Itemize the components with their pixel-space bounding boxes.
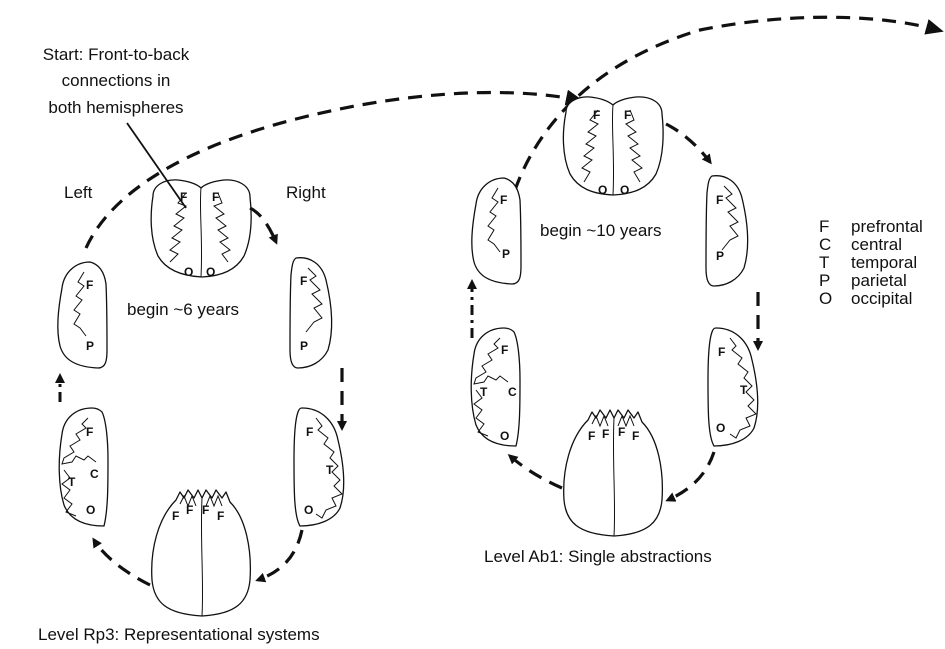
- ab1-bottom-brain: F F F F: [564, 410, 663, 536]
- start-label-line-2: connections in: [62, 71, 171, 90]
- rp3-left-hemisphere-fcto: F C T O: [59, 408, 108, 526]
- region-letter: O: [184, 265, 193, 279]
- legend-letter-c: C: [819, 235, 831, 254]
- legend-name-temporal: temporal: [851, 253, 917, 272]
- region-letter: O: [86, 503, 95, 517]
- region-letter: O: [716, 421, 725, 435]
- region-letter: F: [716, 193, 723, 207]
- region-letter: F: [500, 193, 507, 207]
- region-letter: F: [300, 274, 307, 288]
- region-letter: P: [86, 339, 94, 353]
- legend-letter-t: T: [819, 253, 829, 272]
- region-letter: F: [618, 425, 625, 439]
- side-label-left: Left: [64, 183, 93, 202]
- ab1-left-hemisphere-fcto: F C T O: [471, 328, 520, 446]
- rp3-right-hemisphere-fto: F T O: [294, 408, 344, 526]
- region-letter: T: [480, 385, 488, 399]
- region-letter: F: [718, 345, 725, 359]
- region-letter: F: [86, 425, 93, 439]
- ab1-arrow-to-bottom: [668, 452, 714, 500]
- region-letter: F: [632, 429, 639, 443]
- region-letter: F: [86, 278, 93, 292]
- rp3-left-hemisphere-fp: F P: [58, 262, 107, 368]
- rp3-top-brain: F F O O: [151, 180, 251, 279]
- region-letter: F: [593, 108, 600, 122]
- region-letter: C: [508, 385, 517, 399]
- region-letter: F: [624, 108, 631, 122]
- legend: F prefrontal C central T temporal P pari…: [819, 217, 923, 308]
- legend-name-central: central: [851, 235, 902, 254]
- legend-letter-p: P: [819, 271, 830, 290]
- side-label-right: Right: [286, 183, 326, 202]
- region-letter: F: [306, 425, 313, 439]
- rp3-cycle: F F O O F P F C T O F P: [38, 180, 344, 644]
- ab1-level-label: Level Ab1: Single abstractions: [484, 547, 712, 566]
- region-letter: C: [90, 467, 99, 481]
- rp3-age-label: begin ~6 years: [127, 300, 239, 319]
- ab1-cycle: F F O O F P F C T O F P: [471, 97, 758, 566]
- region-letter: F: [172, 509, 179, 523]
- region-letter: P: [502, 247, 510, 261]
- region-letter: F: [202, 503, 209, 517]
- rp3-arrow-top-to-right: [250, 208, 276, 242]
- ab1-right-hemisphere-fto: F T O: [708, 328, 758, 446]
- legend-name-prefrontal: prefrontal: [851, 217, 923, 236]
- region-letter: F: [217, 509, 224, 523]
- region-letter: O: [598, 183, 607, 197]
- region-letter: P: [300, 339, 308, 353]
- ab1-left-hemisphere-fp: F P: [472, 178, 521, 284]
- region-letter: O: [620, 183, 629, 197]
- region-letter: T: [68, 475, 76, 489]
- legend-letter-o: O: [819, 289, 832, 308]
- start-label-line-1: Start: Front-to-back: [43, 45, 190, 64]
- rp3-bottom-brain: F F F F: [152, 490, 251, 616]
- legend-name-parietal: parietal: [851, 271, 907, 290]
- rp3-arrow-to-bottom: [258, 530, 302, 580]
- region-letter: F: [588, 429, 595, 443]
- region-letter: F: [212, 190, 219, 204]
- rp3-level-label: Level Rp3: Representational systems: [38, 625, 320, 644]
- rp3-right-hemisphere-fp: F P: [290, 258, 332, 368]
- region-letter: O: [500, 429, 509, 443]
- legend-letter-f: F: [819, 217, 829, 236]
- ab1-age-label: begin ~10 years: [540, 221, 661, 240]
- ab1-top-brain: F F O O: [563, 97, 663, 197]
- ab1-right-hemisphere-fp: F P: [706, 176, 748, 286]
- ab1-arrow-top-to-right: [666, 124, 710, 162]
- region-letter: T: [326, 463, 334, 477]
- region-letter: F: [501, 343, 508, 357]
- region-letter: F: [602, 427, 609, 441]
- region-letter: T: [740, 383, 748, 397]
- ab1-arrow-bottom-to-left: [510, 456, 562, 488]
- rp3-arrow-bottom-to-left: [94, 540, 150, 585]
- region-letter: O: [206, 265, 215, 279]
- region-letter: P: [716, 249, 724, 263]
- region-letter: O: [304, 503, 313, 517]
- legend-name-occipital: occipital: [851, 289, 912, 308]
- region-letter: F: [186, 503, 193, 517]
- start-label-line-3: both hemispheres: [48, 98, 183, 117]
